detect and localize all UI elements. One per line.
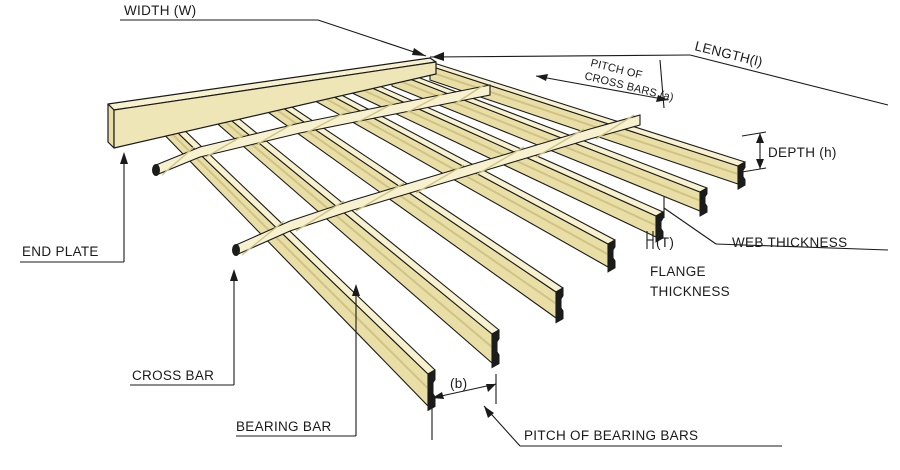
cross-bars <box>152 84 641 256</box>
label-bearing-bar: BEARING BAR <box>236 419 332 434</box>
cross-bar <box>232 114 641 256</box>
label-web-thickness: WEB THICKNESS <box>732 235 847 250</box>
label-t-symbol: (T) <box>656 235 674 250</box>
label-flange-1: FLANGE <box>650 264 706 279</box>
flange-symbol <box>646 231 654 249</box>
label-depth: DEPTH (h) <box>768 145 837 160</box>
bearing-bar <box>391 69 708 217</box>
label-width: WIDTH (W) <box>124 3 196 18</box>
bearing-bar <box>203 95 500 369</box>
label-flange-2: THICKNESS <box>650 284 730 299</box>
end-plate <box>107 57 437 149</box>
label-cross-bar: CROSS BAR <box>132 368 214 383</box>
label-b-dim: (b) <box>450 376 467 391</box>
cross-bar <box>152 84 491 176</box>
label-end-plate: END PLATE <box>22 244 99 259</box>
label-pitch-bearing: PITCH OF BEARING BARS <box>524 428 698 443</box>
